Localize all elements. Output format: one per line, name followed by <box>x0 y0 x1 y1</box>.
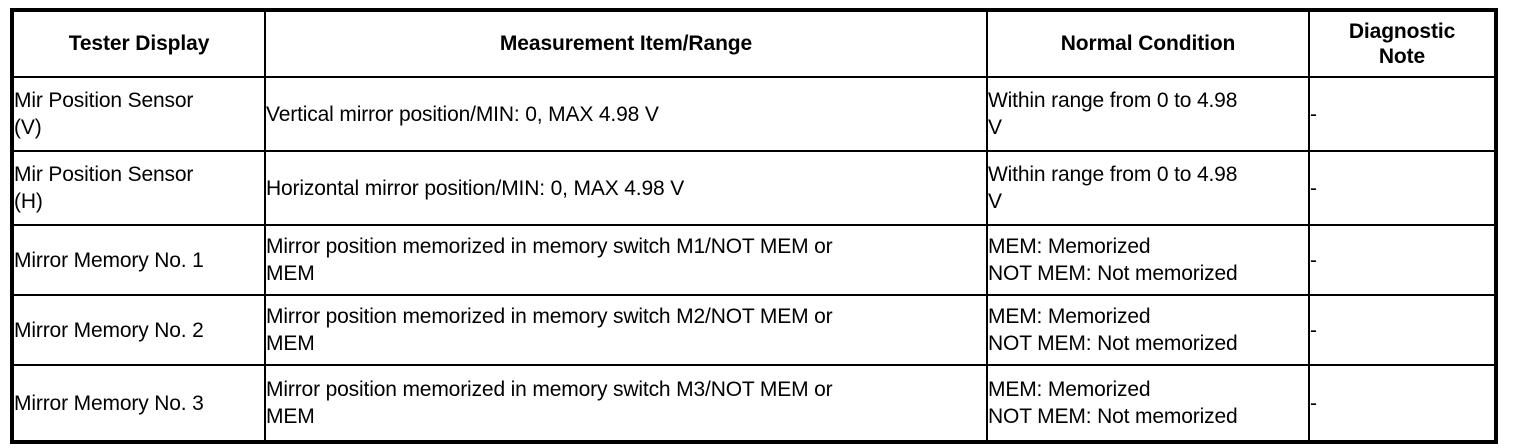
cell-diagnostic-note: - <box>1308 150 1497 226</box>
cell-diagnostic-note: - <box>1308 294 1497 366</box>
column-header-diagnostic-note: Diagnostic Note <box>1308 9 1497 78</box>
column-header-measurement-item-range: Measurement Item/Range <box>264 9 988 78</box>
cell-measurement-item-range: Mirror position memorized in memory swit… <box>264 364 988 443</box>
cell-tester-display: Mir Position Sensor (H) <box>11 150 266 226</box>
cell-diagnostic-note: - <box>1308 76 1497 152</box>
diagnostic-spec-table: Tester Display Measurement Item/Range No… <box>10 8 1498 444</box>
cell-measurement-item-range: Mirror position memorized in memory swit… <box>264 294 988 366</box>
table-row: Mir Position Sensor (V) Vertical mirror … <box>11 76 1497 152</box>
cell-diagnostic-note: - <box>1308 224 1497 296</box>
cell-normal-condition: MEM: Memorized NOT MEM: Not memorized <box>986 294 1310 366</box>
table-row: Mir Position Sensor (H) Horizontal mirro… <box>11 150 1497 226</box>
cell-tester-display: Mirror Memory No. 1 <box>11 224 266 296</box>
cell-tester-display: Mirror Memory No. 2 <box>11 294 266 366</box>
cell-tester-display: Mirror Memory No. 3 <box>11 364 266 443</box>
cell-tester-display: Mir Position Sensor (V) <box>11 76 266 152</box>
cell-diagnostic-note: - <box>1308 364 1497 443</box>
table-row: Mirror Memory No. 2 Mirror position memo… <box>11 294 1497 366</box>
cell-measurement-item-range: Mirror position memorized in memory swit… <box>264 224 988 296</box>
header-row: Tester Display Measurement Item/Range No… <box>11 9 1497 78</box>
cell-normal-condition: MEM: Memorized NOT MEM: Not memorized <box>986 364 1310 443</box>
cell-normal-condition: Within range from 0 to 4.98 V <box>986 150 1310 226</box>
cell-normal-condition: Within range from 0 to 4.98 V <box>986 76 1310 152</box>
column-header-tester-display: Tester Display <box>11 9 266 78</box>
cell-measurement-item-range: Vertical mirror position/MIN: 0, MAX 4.9… <box>264 76 988 152</box>
column-header-normal-condition: Normal Condition <box>986 9 1310 78</box>
table-body: Mir Position Sensor (V) Vertical mirror … <box>11 76 1497 443</box>
table-row: Mirror Memory No. 1 Mirror position memo… <box>11 224 1497 296</box>
table-header: Tester Display Measurement Item/Range No… <box>11 9 1497 78</box>
cell-measurement-item-range: Horizontal mirror position/MIN: 0, MAX 4… <box>264 150 988 226</box>
cell-normal-condition: MEM: Memorized NOT MEM: Not memorized <box>986 224 1310 296</box>
table-row: Mirror Memory No. 3 Mirror position memo… <box>11 364 1497 443</box>
